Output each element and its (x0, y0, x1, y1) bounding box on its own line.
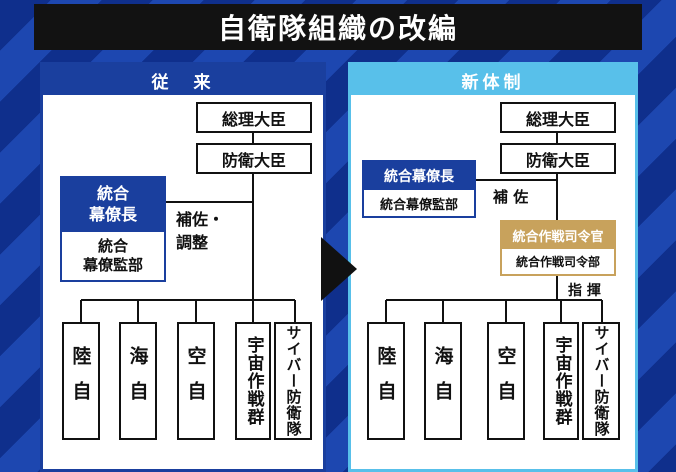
transition-arrow (321, 237, 357, 301)
joint-ops-commander-right: 統合作戦司令官 (502, 222, 614, 249)
old-structure-header: 従 来 (43, 65, 323, 95)
page-title: 自衛隊組織の改編 (34, 4, 642, 50)
prime-minister-box-right: 総理大臣 (500, 102, 616, 133)
joint-staff-office-left: 統合 幕僚監部 (82, 236, 143, 275)
joint-staff-chief-right: 統合幕僚長 (364, 162, 474, 190)
prime-minister-box-left: 総理大臣 (196, 102, 312, 133)
joint-staff-group-left: 統合 幕僚長 統合 幕僚監部 (60, 176, 166, 282)
unit-maritime-left: 海自 (119, 322, 157, 440)
new-structure-header: 新体制 (351, 65, 635, 95)
joint-ops-group-right: 統合作戦司令官 統合作戦司令部 (500, 220, 616, 276)
unit-air-right: 空自 (487, 322, 525, 440)
joint-staff-chief-left: 統合 幕僚長 (62, 178, 164, 232)
unit-maritime-right: 海自 (424, 322, 462, 440)
support-coordination-label-left: 補佐・ 調整 (176, 210, 225, 253)
unit-ground-left: 陸自 (62, 322, 100, 440)
unit-space-right: 宇宙作戦群 (543, 322, 579, 440)
defense-minister-box-right: 防衛大臣 (500, 143, 616, 174)
support-label-right: 補 佐 (493, 188, 529, 206)
unit-air-left: 空自 (177, 322, 215, 440)
unit-cyber-right: サイバー防衛隊 (582, 322, 620, 440)
unit-cyber-left: サイバー防衛隊 (274, 322, 312, 440)
joint-ops-command-right: 統合作戦司令部 (515, 255, 600, 269)
joint-staff-office-right: 統合幕僚監部 (379, 197, 458, 213)
command-label-right: 指 揮 (568, 283, 601, 299)
unit-space-left: 宇宙作戦群 (235, 322, 271, 440)
joint-staff-group-right: 統合幕僚長 統合幕僚監部 (362, 160, 476, 218)
defense-minister-box-left: 防衛大臣 (196, 143, 312, 174)
unit-ground-right: 陸自 (367, 322, 405, 440)
